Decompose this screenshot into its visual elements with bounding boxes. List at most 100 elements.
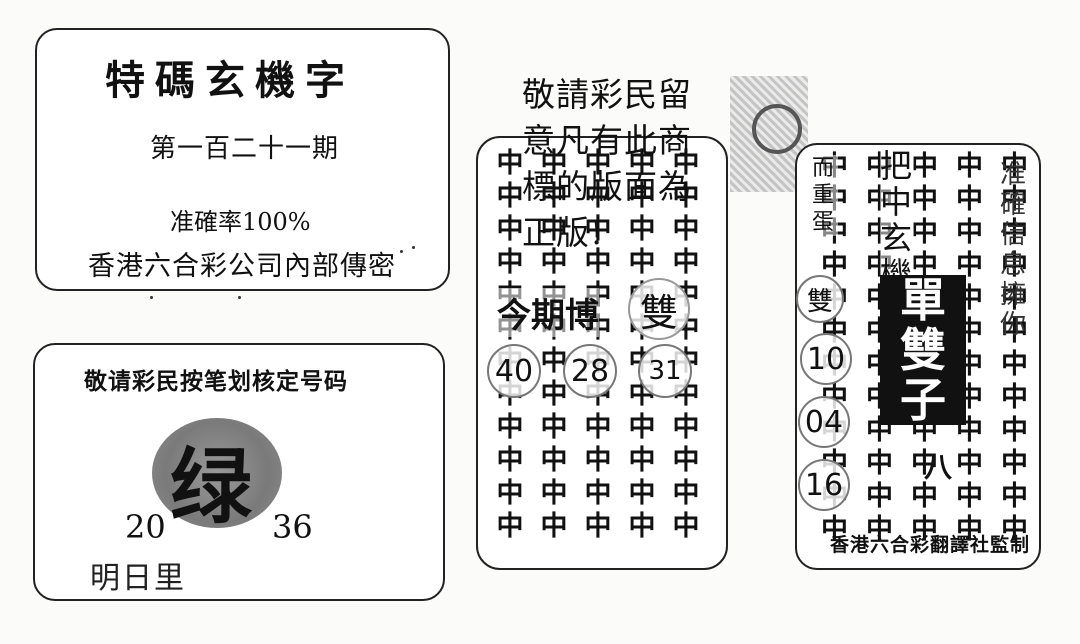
grid-char: 中 — [496, 247, 524, 278]
grid-char: 中 — [672, 412, 700, 443]
grid-char: 中 — [628, 181, 656, 212]
grid-char: 中 — [1001, 184, 1028, 215]
card1-title: 特碼玄機字 — [105, 58, 355, 104]
grid-char: 中 — [911, 448, 938, 479]
grid-char: 中 — [584, 511, 612, 542]
grid-char: 中 — [1001, 316, 1028, 347]
grid-char: 中 — [584, 478, 612, 509]
grid-char: 中 — [1001, 481, 1028, 512]
grid-char: 中 — [496, 478, 524, 509]
card4-vertical-mid: 把中玄機 — [880, 148, 914, 292]
grid-char: 中 — [496, 445, 524, 476]
card3-number-ball: 31 — [638, 344, 692, 398]
grid-char: 中 — [540, 445, 568, 476]
card4-black-box: 單雙子 — [880, 275, 966, 425]
grid-char: 中 — [911, 151, 938, 182]
card4-number-ball: 04 — [798, 396, 850, 448]
grid-char: 中 — [584, 181, 612, 212]
vertical-char: 把 — [880, 147, 913, 185]
grid-char: 中 — [540, 247, 568, 278]
vertical-char: 而 — [812, 156, 835, 181]
card4-eight: 八 — [924, 451, 953, 484]
card1-secret: 香港六合彩公司內部傳密 — [88, 251, 396, 282]
grid-char: 中 — [540, 379, 568, 410]
grid-char: 中 — [1001, 382, 1028, 413]
grid-char: 中 — [672, 148, 700, 179]
card4-vertical-right: 准確信息擁你 — [1000, 160, 1030, 340]
card2-footer: 明日里 — [90, 561, 186, 596]
grid-char: 中 — [911, 250, 938, 281]
grid-char: 中 — [672, 478, 700, 509]
grid-char: 中 — [540, 511, 568, 542]
card3-notice: 敬請彩民留意凡有此商標的版面為正版! — [522, 75, 692, 252]
grid-char: 中 — [956, 514, 983, 545]
grid-char: 中 — [821, 514, 848, 545]
grid-char: 中 — [821, 250, 848, 281]
grid-char: 中 — [911, 217, 938, 248]
grid-char: 中 — [584, 247, 612, 278]
grid-char: 中 — [956, 448, 983, 479]
vertical-char: 信 — [1000, 220, 1027, 250]
black-box-char: 子 — [900, 373, 946, 425]
card4-char-grid: 中中中中中中中中中中中中中中中中中中中中中中中中中中中中中中中中中中中中中中中中… — [812, 153, 1037, 545]
grid-char: 中 — [628, 148, 656, 179]
grid-char: 中 — [672, 214, 700, 245]
grid-char: 中 — [956, 217, 983, 248]
card4-vertical-left: 而重蛋 — [812, 155, 838, 236]
grid-char: 中 — [496, 511, 524, 542]
wheel-icon — [752, 104, 802, 154]
grid-char: 中 — [540, 478, 568, 509]
grid-char: 中 — [1001, 415, 1028, 446]
grid-char: 中 — [496, 214, 524, 245]
speck — [238, 296, 241, 299]
speck — [412, 246, 415, 249]
grid-char: 中 — [672, 445, 700, 476]
speck — [400, 250, 403, 253]
grid-char: 中 — [956, 184, 983, 215]
card1-accuracy: 准確率100% — [170, 208, 311, 236]
grid-char: 中 — [496, 181, 524, 212]
grid-char: 中 — [866, 514, 893, 545]
black-box-char: 雙 — [900, 323, 946, 377]
grid-char: 中 — [584, 412, 612, 443]
grid-char: 中 — [672, 247, 700, 278]
card2-num-left: 20 — [125, 508, 166, 546]
card-mystery-code — [35, 28, 450, 291]
grid-char: 中 — [584, 148, 612, 179]
card2-num-right: 36 — [272, 508, 313, 546]
grid-char: 中 — [540, 181, 568, 212]
grid-char: 中 — [628, 214, 656, 245]
grid-char: 中 — [911, 184, 938, 215]
card3-circle-char: 雙 — [628, 278, 690, 340]
grid-char: 中 — [1001, 217, 1028, 248]
grid-char: 中 — [672, 511, 700, 542]
grid-char: 中 — [584, 214, 612, 245]
card3-number-ball: 40 — [487, 344, 541, 398]
grid-char: 中 — [540, 214, 568, 245]
vertical-char: 息 — [1000, 250, 1027, 280]
card3-label: 今期博 — [497, 288, 599, 337]
grid-char: 中 — [956, 151, 983, 182]
vertical-char: 玄 — [880, 219, 913, 257]
green-disc — [152, 418, 282, 528]
vertical-char: 蛋 — [812, 210, 835, 235]
grid-char: 中 — [584, 445, 612, 476]
vertical-char: 你 — [1000, 310, 1027, 340]
grid-char: 中 — [496, 412, 524, 443]
grid-char: 中 — [628, 478, 656, 509]
grid-char: 中 — [496, 148, 524, 179]
grid-char: 中 — [672, 181, 700, 212]
grid-char: 中 — [628, 247, 656, 278]
card4-circle-char: 雙 — [796, 275, 844, 323]
grid-char: 中 — [1001, 151, 1028, 182]
grid-char: 中 — [866, 448, 893, 479]
card1-issue: 第一百二十一期 — [150, 134, 340, 164]
vertical-char: 擁 — [1000, 280, 1027, 310]
card2-notice: 敬请彩民按笔划核定号码 — [84, 369, 348, 395]
vertical-char: 中 — [880, 183, 913, 221]
black-box-char: 單 — [900, 275, 946, 327]
grid-char: 中 — [866, 481, 893, 512]
grid-char: 中 — [1001, 514, 1028, 545]
vertical-char: 准 — [1000, 160, 1027, 190]
card4-footer: 香港六合彩翻譯社監制 — [830, 534, 1031, 556]
